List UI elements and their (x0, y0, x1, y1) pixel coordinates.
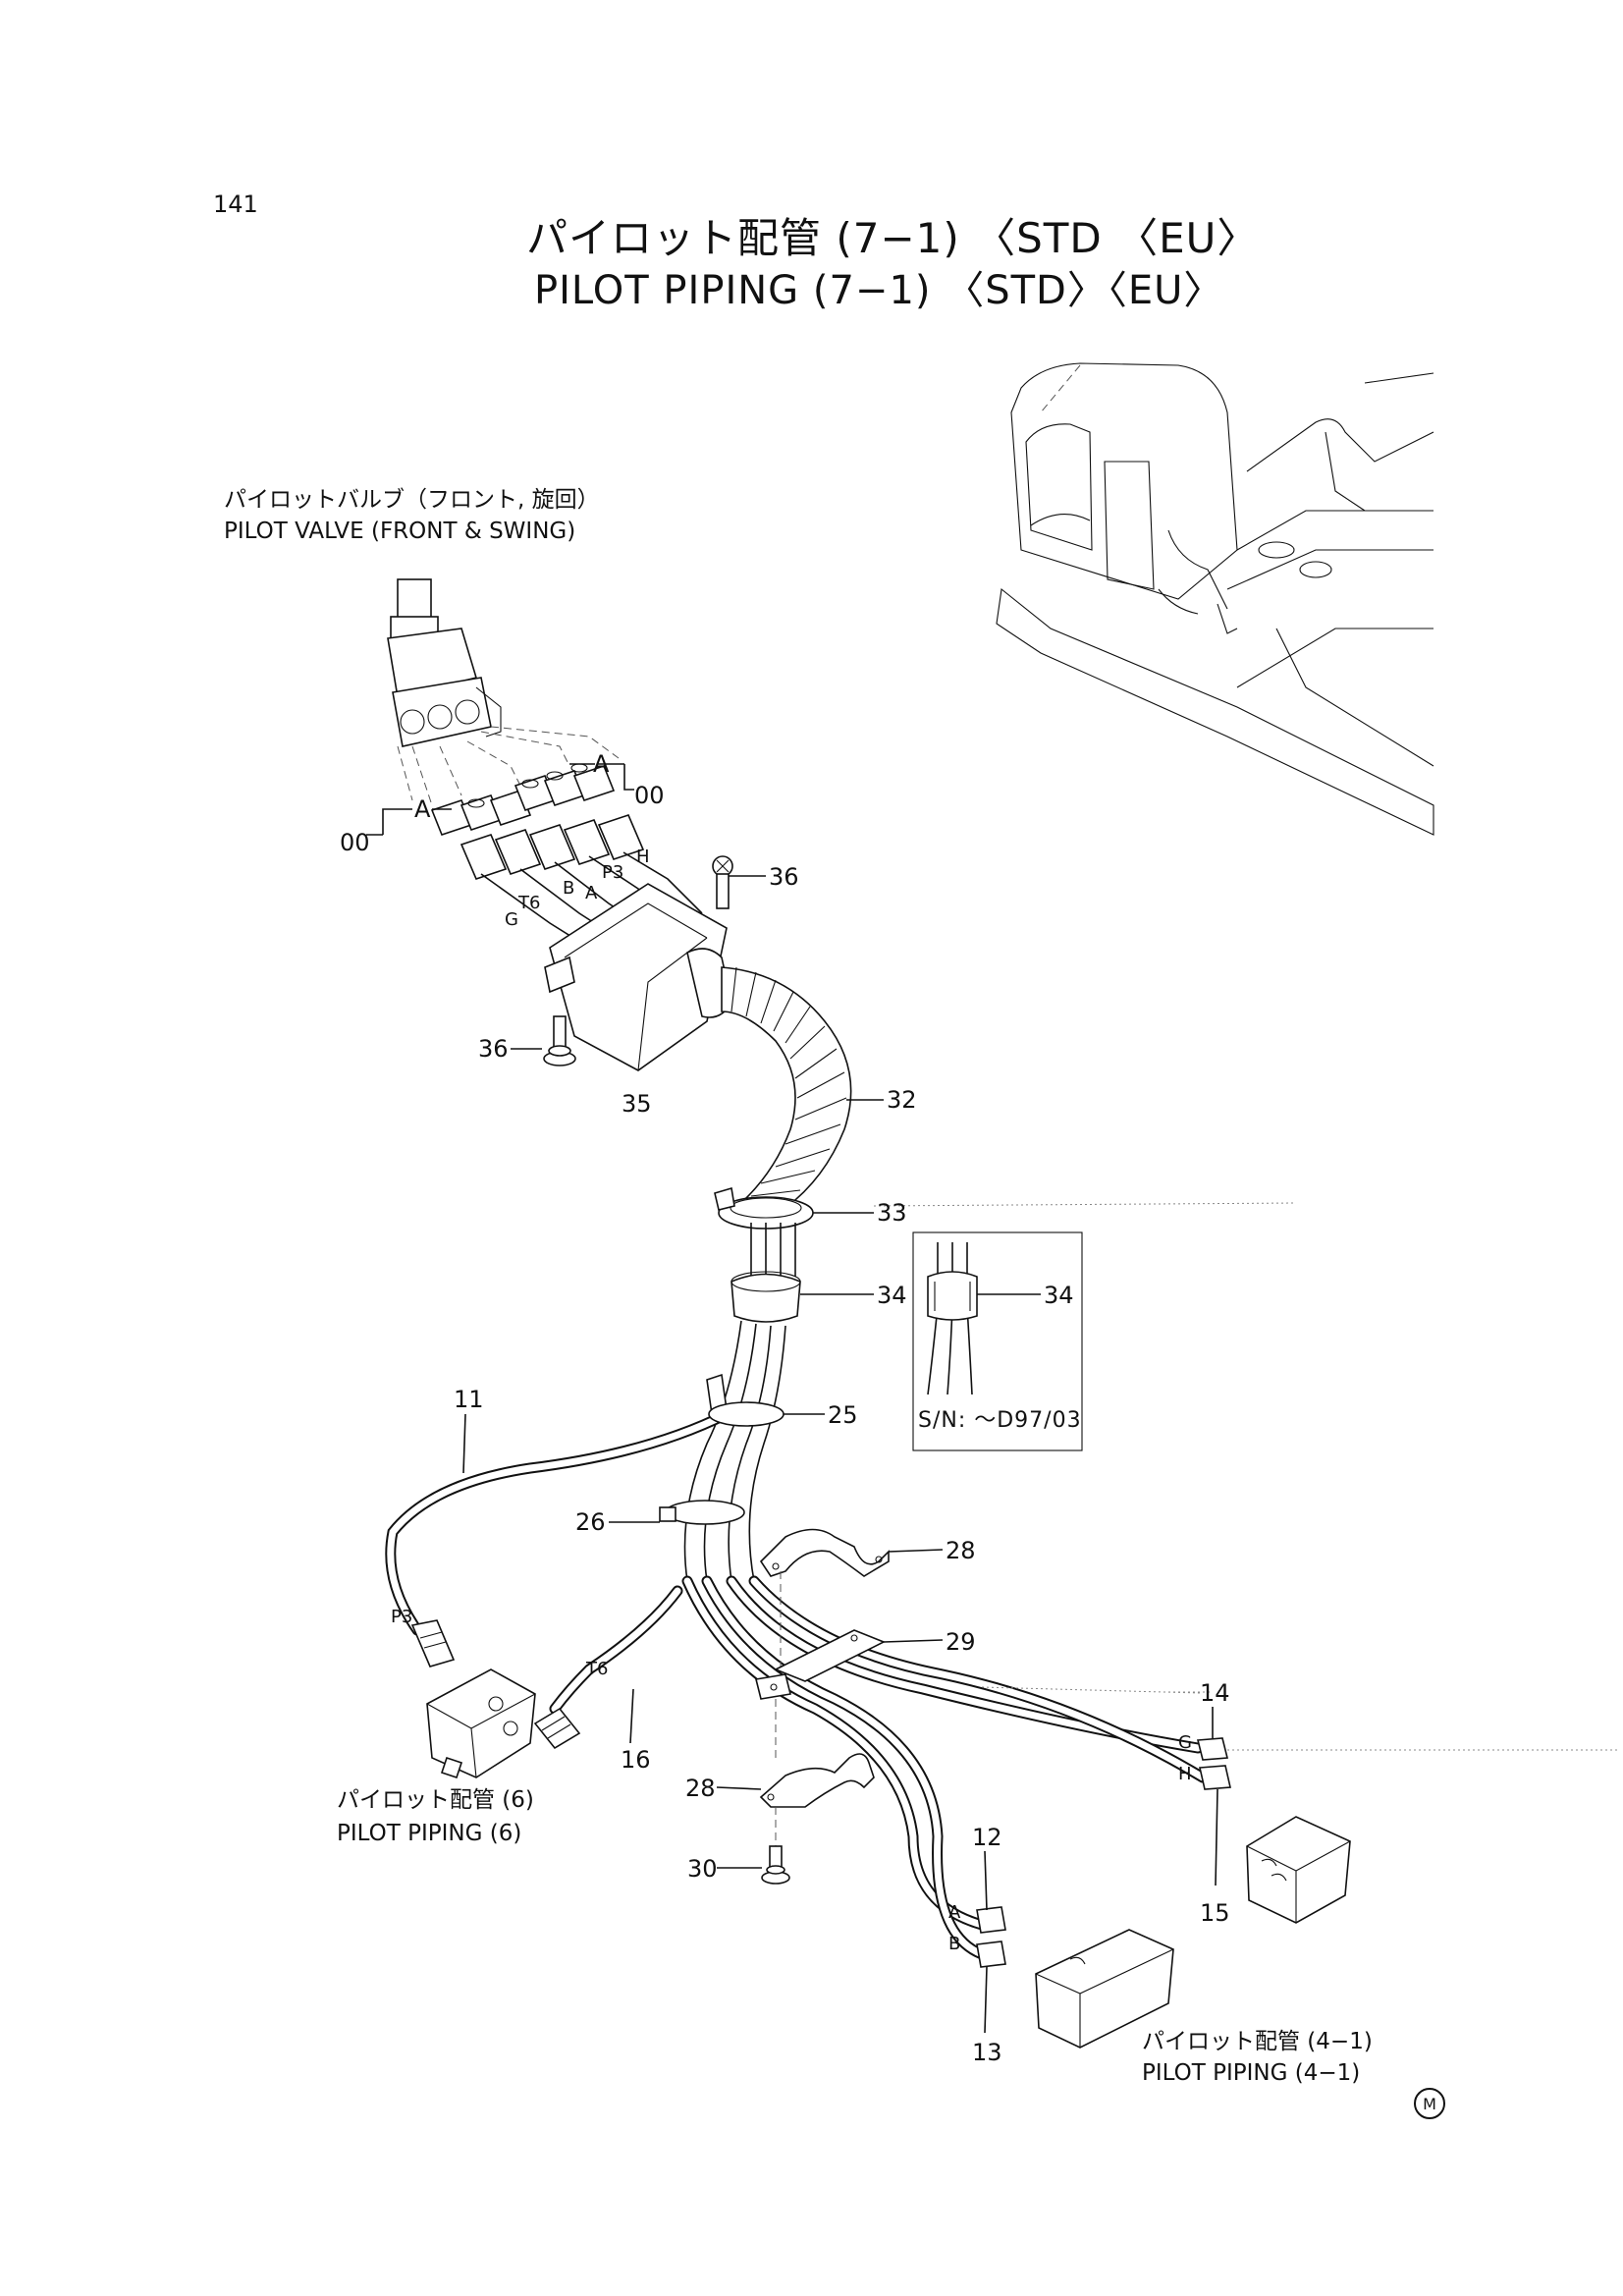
clamp-25 (706, 1373, 825, 1427)
callout-14: 14 (1200, 1679, 1230, 1707)
detail-a-brackets (366, 763, 634, 836)
callout-25: 25 (828, 1401, 858, 1429)
callout-28-lower: 28 (685, 1775, 716, 1802)
hose-bundle (750, 1223, 796, 1277)
m-mark-symbol: M (1414, 2088, 1445, 2119)
callout-33: 33 (877, 1199, 907, 1227)
callout-35: 35 (622, 1090, 652, 1118)
plate-lower (755, 1673, 791, 1758)
pilot-valve (387, 578, 502, 747)
valve-connection-dashes (397, 726, 620, 806)
serial-inset (912, 1231, 1083, 1451)
grommet-34 (730, 1271, 874, 1323)
inset-serial-text: S/N: ～D97/03 (918, 1408, 1082, 1433)
band-26 (609, 1500, 745, 1525)
pilot-piping-6-label-en: PILOT PIPING (6) (337, 1821, 522, 1846)
port-g-top: G (505, 909, 518, 930)
port-g: G (1178, 1732, 1192, 1753)
pilot-piping-4-1-label-jp: パイロット配管 (4−1) (1142, 2029, 1373, 2054)
main-hose-runs (385, 1320, 1209, 1960)
t6-fitting (533, 1707, 581, 1750)
callout-11: 11 (454, 1386, 484, 1413)
clamp-28-upper (759, 1528, 944, 1669)
callout-26: 26 (575, 1508, 606, 1536)
label-a-left: A (414, 795, 431, 823)
port-t6-top: T6 (517, 893, 540, 913)
pilot-valve-label-jp: パイロットバルブ（フロント, 旋回） (224, 487, 600, 513)
pilot-valve-label-en: PILOT VALVE (FRONT & SWING) (224, 519, 576, 544)
clamp-33 (714, 1186, 874, 1230)
pilot-piping-4-1-label-en: PILOT PIPING (4−1) (1142, 2060, 1361, 2086)
callout-leaders (462, 1413, 1218, 2034)
port-p3: P3 (391, 1607, 412, 1627)
pilot-piping-ab-block (1035, 1929, 1174, 2049)
port-a: A (948, 1902, 961, 1923)
bolt-30 (717, 1845, 790, 1885)
callout-numbers: 00 00 36 36 35 32 33 34 34 25 11 26 28 2… (340, 782, 1230, 2066)
callout-00-right: 00 (634, 782, 665, 809)
clamp-28-lower (716, 1753, 875, 1846)
hose-fittings-cluster (430, 763, 645, 880)
bolt-36-bottom (511, 1015, 576, 1066)
callout-00-left: 00 (340, 829, 370, 856)
port-h: H (1178, 1764, 1192, 1784)
bracket-35 (544, 883, 728, 1071)
title-japanese: パイロット配管 (7−1) 〈STD 〈EU〉 (526, 214, 1260, 262)
page-number: 141 (213, 191, 258, 218)
callout-29: 29 (946, 1628, 976, 1656)
callout-28-upper: 28 (946, 1537, 976, 1564)
callout-36-top: 36 (769, 863, 799, 891)
corrugated-tube-32 (686, 948, 884, 1209)
port-b: B (948, 1934, 960, 1954)
gh-fittings (1168, 1691, 1620, 1790)
bolt-36-top (712, 855, 766, 909)
guide-dotted-33 (873, 1202, 1297, 1207)
pilot-piping-6-block (426, 1668, 536, 1779)
callout-15: 15 (1200, 1899, 1230, 1927)
port-letters: A A H P3 B A T6 G P3 T6 G H A B (391, 750, 1192, 1954)
callout-13: 13 (972, 2039, 1002, 2066)
port-a-top: A (585, 883, 598, 903)
callout-12: 12 (972, 1824, 1002, 1851)
port-h-top: H (636, 847, 650, 867)
plate-29 (774, 1629, 944, 1682)
ab-fittings (976, 1906, 1006, 1968)
pilot-piping-6-label-jp: パイロット配管 (6) (337, 1787, 534, 1813)
port-b-top: B (563, 878, 574, 899)
callout-32: 32 (887, 1086, 917, 1114)
p3-fitting (410, 1619, 456, 1667)
pilot-piping-gh-block (1246, 1816, 1351, 1924)
callout-16: 16 (621, 1746, 651, 1774)
callout-30: 30 (687, 1855, 718, 1883)
callout-36-bottom: 36 (478, 1035, 509, 1063)
label-a-right: A (593, 750, 610, 778)
port-t6: T6 (585, 1659, 608, 1679)
title-english: PILOT PIPING (7−1) 〈STD〉〈EU〉 (534, 268, 1224, 313)
excavator-cab-overview (996, 362, 1434, 836)
callout-34: 34 (877, 1282, 907, 1309)
port-p3-top: P3 (602, 862, 623, 883)
callout-34-inset: 34 (1044, 1282, 1074, 1309)
